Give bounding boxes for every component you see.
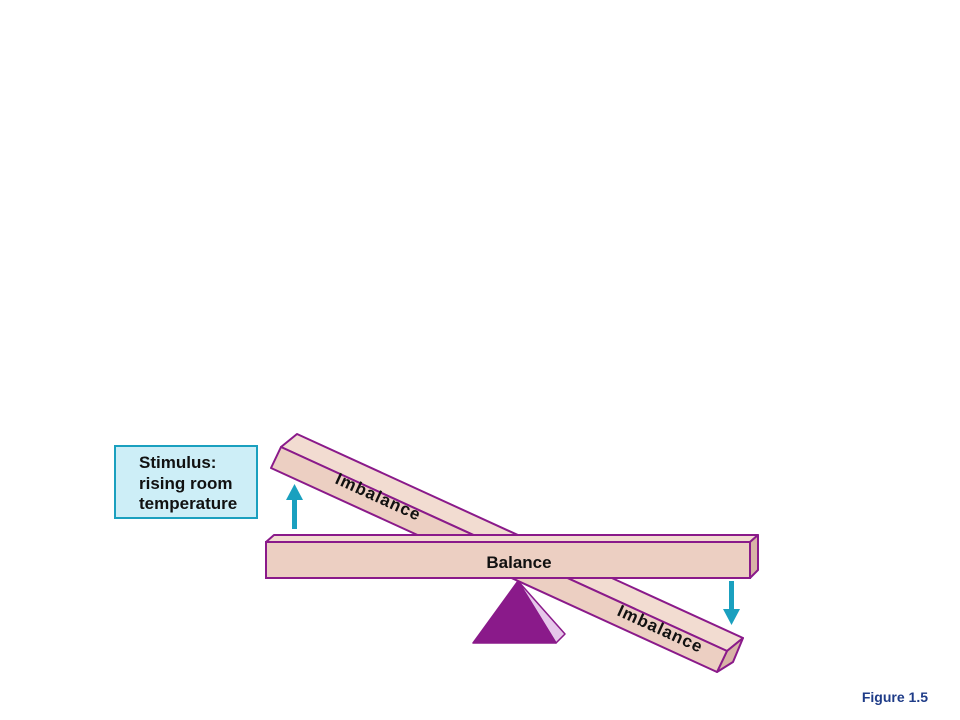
- balance-beam-front-face: [265, 541, 751, 579]
- fulcrum-front-face: [472, 580, 557, 644]
- fulcrum: [472, 580, 566, 644]
- figure-label: Figure 1.5: [861, 689, 928, 705]
- balance-beam-top-face: [265, 534, 759, 543]
- stimulus-line-1: Stimulus:: [139, 453, 217, 472]
- stimulus-line-2: rising room: [139, 473, 233, 493]
- down-arrow-icon: [723, 581, 740, 625]
- stimulus-line-3: temperature: [139, 494, 238, 513]
- up-arrow-icon: [286, 484, 303, 529]
- balance-beam-end-face: [749, 534, 759, 579]
- stimulus-box: Stimulus: rising room temperature: [114, 445, 258, 519]
- balance-beam: [265, 534, 759, 579]
- balance-label: Balance: [486, 553, 551, 572]
